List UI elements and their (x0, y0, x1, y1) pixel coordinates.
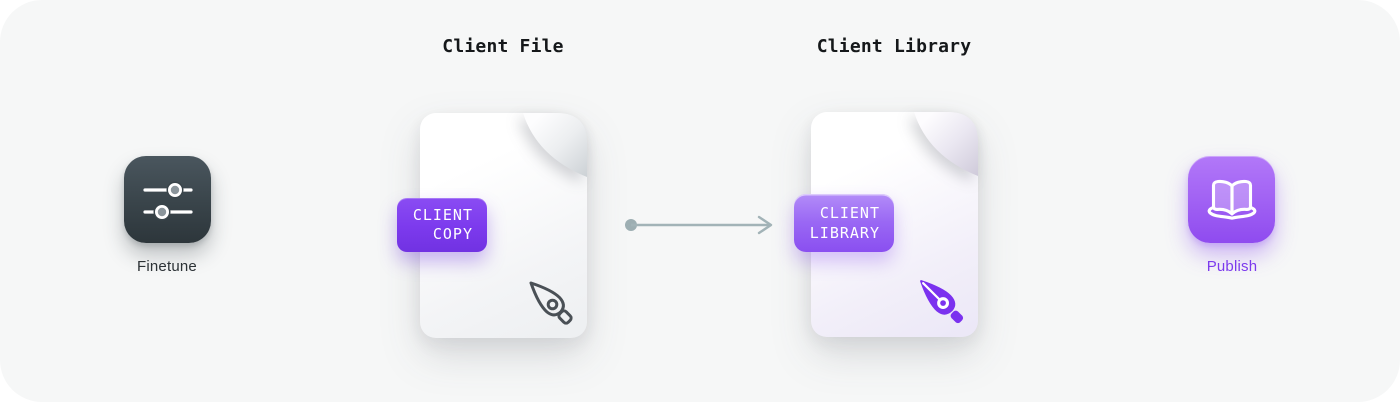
publish-label: Publish (1206, 258, 1258, 275)
folded-corner (523, 113, 587, 177)
client-file-title: Client File (442, 36, 564, 57)
badge-line: CLIENT (819, 204, 880, 222)
client-library-title: Client Library (816, 36, 972, 57)
finetune-tile (124, 156, 211, 243)
folded-corner (914, 112, 978, 176)
flow-arrow-icon (625, 215, 773, 235)
open-book-icon (1207, 179, 1256, 220)
badge-line: LIBRARY (809, 224, 880, 242)
finetune-label: Finetune (137, 258, 197, 275)
publish-tile (1188, 156, 1275, 243)
pen-nib-outline-icon (526, 278, 573, 325)
badge-line: CLIENT (412, 206, 473, 224)
sliders-icon (142, 181, 193, 220)
client-copy-badge: CLIENT COPY (397, 198, 487, 252)
client-library-badge: CLIENT LIBRARY (794, 194, 894, 252)
badge-line: COPY (432, 225, 473, 243)
pen-nib-filled-icon (916, 276, 964, 324)
